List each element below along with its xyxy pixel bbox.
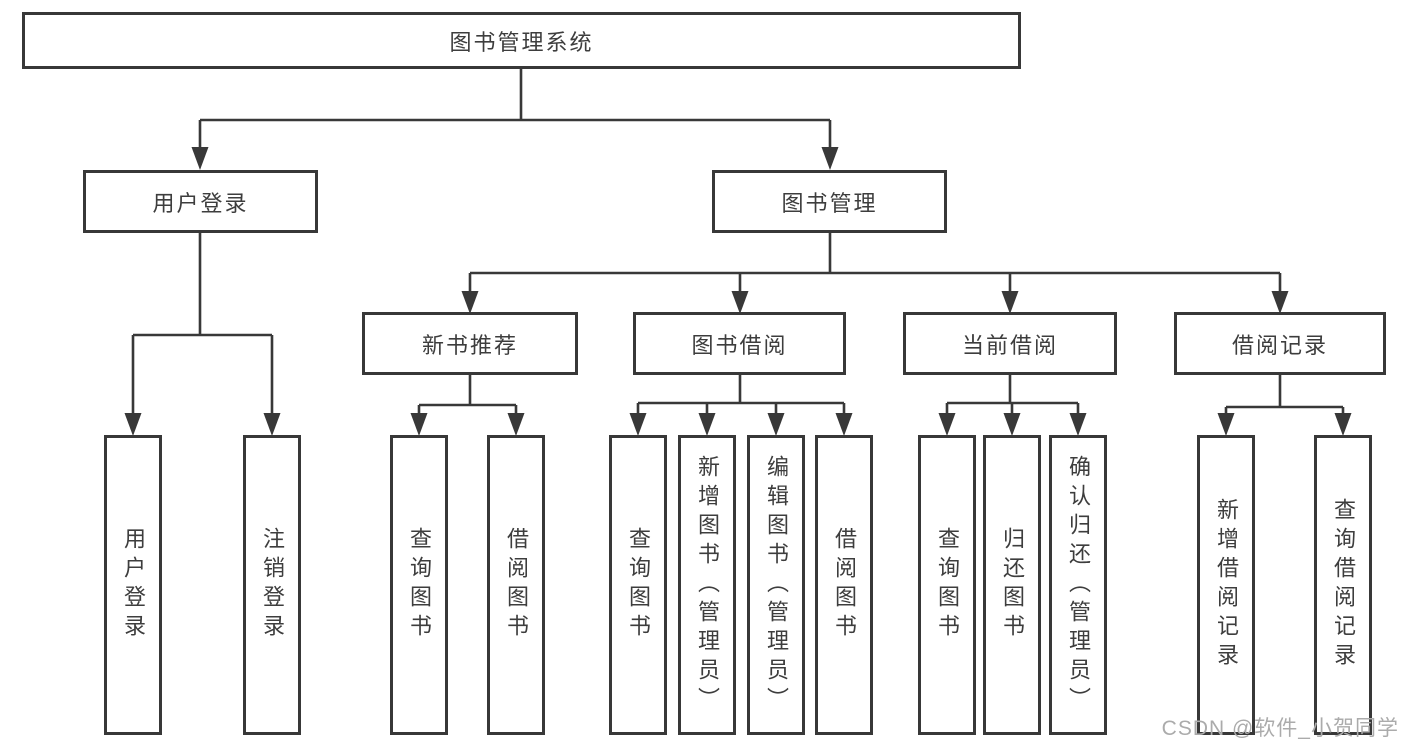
node-label: 图书借阅 <box>691 332 788 358</box>
node-label: 用户登录 <box>121 527 146 643</box>
node-label: 归还图书 <box>1000 527 1025 643</box>
node-label: 注销登录 <box>260 527 285 643</box>
node-label: 借阅图书 <box>504 527 529 643</box>
node-book-management: 图书管理 <box>712 170 947 233</box>
csdn-watermark: CSDN @软件_小贺同学 <box>1161 717 1399 740</box>
leaf-current-confirm-return-admin: 确认归还（管理员） <box>1049 435 1107 735</box>
node-label: 新增借阅记录 <box>1214 498 1239 672</box>
node-label: 查询借阅记录 <box>1331 498 1356 672</box>
node-borrow-records: 借阅记录 <box>1174 312 1386 375</box>
arrowheads <box>124 147 1352 436</box>
node-system-root: 图书管理系统 <box>22 12 1021 69</box>
leaf-recommend-borrow-books: 借阅图书 <box>487 435 545 735</box>
node-label: 当前借阅 <box>961 332 1058 358</box>
leaf-borrow-query-books: 查询图书 <box>609 435 667 735</box>
node-label: 新增图书（管理员） <box>695 454 720 716</box>
leaf-borrow-add-books-admin: 新增图书（管理员） <box>678 435 736 735</box>
node-label: 用户登录 <box>152 190 249 216</box>
node-label: 查询图书 <box>626 527 651 643</box>
leaf-borrow-edit-books-admin: 编辑图书（管理员） <box>747 435 805 735</box>
node-label: 图书管理 <box>781 190 878 216</box>
node-label: 新书推荐 <box>421 332 518 358</box>
leaf-recommend-query-books: 查询图书 <box>390 435 448 735</box>
node-label: 查询图书 <box>407 527 432 643</box>
node-label: 编辑图书（管理员） <box>764 454 789 716</box>
node-label: 确认归还（管理员） <box>1066 454 1091 716</box>
connector-path <box>131 69 1345 416</box>
node-book-borrow: 图书借阅 <box>633 312 846 375</box>
leaf-records-query-record: 查询借阅记录 <box>1314 435 1372 735</box>
leaf-logout: 注销登录 <box>243 435 301 735</box>
node-label: 借阅图书 <box>832 527 857 643</box>
leaf-user-login: 用户登录 <box>104 435 162 735</box>
node-new-book-recommend: 新书推荐 <box>362 312 578 375</box>
node-user-login: 用户登录 <box>83 170 318 233</box>
leaf-borrow-borrow-books: 借阅图书 <box>815 435 873 735</box>
node-label: 借阅记录 <box>1231 332 1328 358</box>
leaf-records-add-record: 新增借阅记录 <box>1197 435 1255 735</box>
leaf-current-query-books: 查询图书 <box>918 435 976 735</box>
node-label: 查询图书 <box>935 527 960 643</box>
node-current-borrow: 当前借阅 <box>903 312 1117 375</box>
node-label: 图书管理系统 <box>449 29 594 55</box>
leaf-current-return-books: 归还图书 <box>983 435 1041 735</box>
